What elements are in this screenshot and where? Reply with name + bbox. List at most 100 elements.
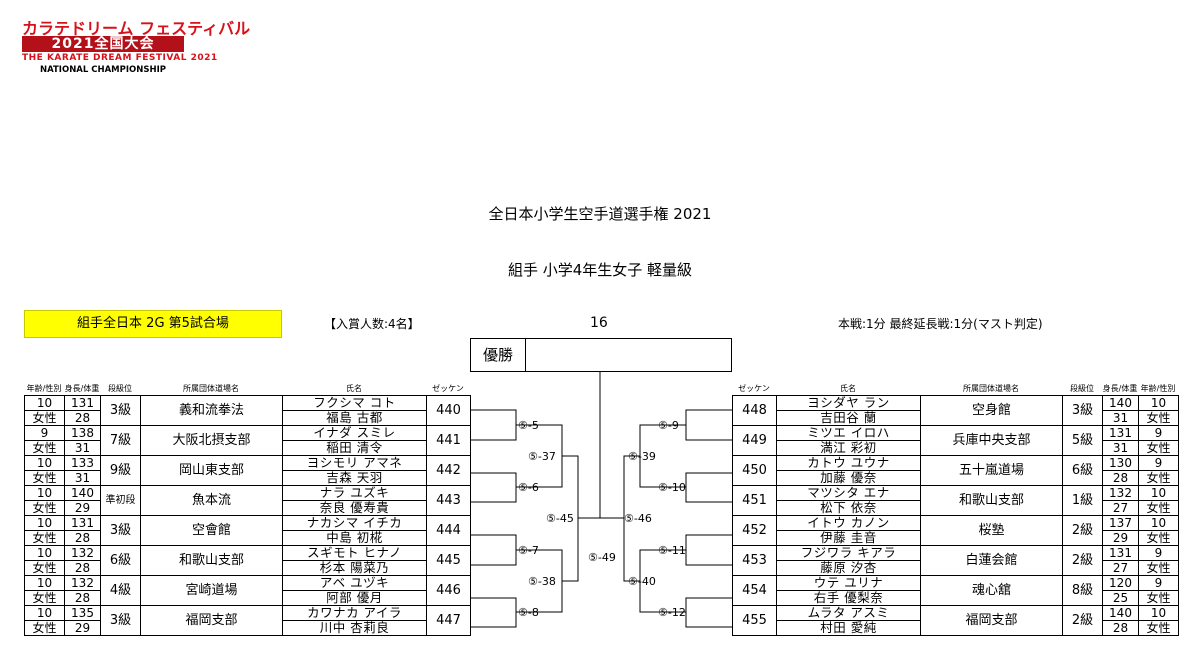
kana-name-cell: イナダ スミレ <box>282 425 427 441</box>
col-header-bib-right: ゼッケン <box>738 384 770 393</box>
player-name-cell: 川中 杏莉良 <box>282 620 427 636</box>
sex-cell: 女性 <box>1138 560 1179 576</box>
logo-line-3: THE KARATE DREAM FESTIVAL 2021 <box>22 53 218 63</box>
col-header-age-sex: 年齢/性別 <box>26 384 62 393</box>
col-header-name-right: 氏名 <box>840 384 856 393</box>
venue-label: 組手全日本 2G 第5試合場 <box>24 310 282 338</box>
kana-name-cell: ナラ ユズキ <box>282 485 427 501</box>
match-label: ⑤-49 <box>588 551 616 564</box>
weight-cell: 31 <box>64 470 101 486</box>
match-label: ⑤-11 <box>658 544 686 557</box>
player-name-cell: 松下 依奈 <box>776 500 921 516</box>
bracket-size: 16 <box>590 315 608 331</box>
champion-box: 優勝 <box>470 338 732 372</box>
match-label: ⑤-6 <box>518 481 539 494</box>
age-cell: 10 <box>24 395 65 411</box>
kana-name-cell: カトウ ユウナ <box>776 455 921 471</box>
col-header-age-sex-right: 年齢/性別 <box>1140 384 1176 393</box>
player-name-cell: 藤原 汐杏 <box>776 560 921 576</box>
bib-cell: 444 <box>426 515 471 546</box>
age-cell: 10 <box>24 575 65 591</box>
rank-cell: 2級 <box>1062 545 1103 576</box>
match-label: ⑤-12 <box>658 606 686 619</box>
bib-cell: 442 <box>426 455 471 486</box>
club-cell: 白蓮会館 <box>920 545 1063 576</box>
player-name-cell: 稲田 清令 <box>282 440 427 456</box>
club-cell: 兵庫中央支部 <box>920 425 1063 456</box>
prize-count: 【入賞人数:4名】 <box>324 317 420 331</box>
rank-cell: 2級 <box>1062 605 1103 636</box>
match-label: ⑤-7 <box>518 544 539 557</box>
match-rules: 本戦:1分 最終延長戦:1分(マスト判定) <box>838 317 1043 331</box>
bib-cell: 450 <box>732 455 777 486</box>
bib-cell: 451 <box>732 485 777 516</box>
kana-name-cell: カワナカ アイラ <box>282 605 427 621</box>
sex-cell: 女性 <box>24 530 65 546</box>
bib-cell: 441 <box>426 425 471 456</box>
rank-cell: 8級 <box>1062 575 1103 606</box>
player-name-cell: 福島 古都 <box>282 410 427 426</box>
weight-cell: 31 <box>1102 440 1139 456</box>
height-cell: 131 <box>1102 425 1139 441</box>
club-cell: 魂心舘 <box>920 575 1063 606</box>
sex-cell: 女性 <box>1138 590 1179 606</box>
sex-cell: 女性 <box>1138 410 1179 426</box>
col-header-rank-right: 段級位 <box>1070 384 1094 393</box>
bib-cell: 452 <box>732 515 777 546</box>
match-label: ⑤-40 <box>628 575 656 588</box>
rank-cell: 6級 <box>1062 455 1103 486</box>
col-header-club-right: 所属団体道場名 <box>963 384 1019 393</box>
height-cell: 131 <box>1102 545 1139 561</box>
weight-cell: 31 <box>1102 410 1139 426</box>
club-cell: 魚本流 <box>140 485 283 516</box>
match-label: ⑤-10 <box>658 481 686 494</box>
weight-cell: 28 <box>1102 470 1139 486</box>
match-label: ⑤-39 <box>628 450 656 463</box>
kana-name-cell: ナカシマ イチカ <box>282 515 427 531</box>
rank-cell: 7級 <box>100 425 141 456</box>
match-label: ⑤-37 <box>528 450 556 463</box>
height-cell: 140 <box>1102 395 1139 411</box>
height-cell: 132 <box>64 575 101 591</box>
age-cell: 10 <box>1138 485 1179 501</box>
height-cell: 135 <box>64 605 101 621</box>
bib-cell: 440 <box>426 395 471 426</box>
page-subtitle: 組手 小学4年生女子 軽量級 <box>507 261 693 279</box>
player-name-cell: 右手 優梨奈 <box>776 590 921 606</box>
match-label: ⑤-9 <box>658 419 679 432</box>
age-cell: 10 <box>1138 395 1179 411</box>
player-name-cell: 吉田谷 蘭 <box>776 410 921 426</box>
kana-name-cell: ウテ ユリナ <box>776 575 921 591</box>
col-header-height-weight: 身長/体重 <box>64 384 100 393</box>
rank-cell: 3級 <box>100 605 141 636</box>
rank-cell: 1級 <box>1062 485 1103 516</box>
bib-cell: 455 <box>732 605 777 636</box>
player-name-cell: 村田 愛純 <box>776 620 921 636</box>
sex-cell: 女性 <box>1138 470 1179 486</box>
col-header-name: 氏名 <box>346 384 362 393</box>
player-name-cell: 満江 彩初 <box>776 440 921 456</box>
age-cell: 9 <box>1138 425 1179 441</box>
age-cell: 10 <box>24 605 65 621</box>
club-cell: 宮崎道場 <box>140 575 283 606</box>
page-title: 全日本小学生空手道選手権 2021 <box>488 205 712 223</box>
match-label: ⑤-8 <box>518 606 539 619</box>
match-label: ⑤-46 <box>624 512 652 525</box>
height-cell: 137 <box>1102 515 1139 531</box>
bib-cell: 446 <box>426 575 471 606</box>
rank-cell: 9級 <box>100 455 141 486</box>
